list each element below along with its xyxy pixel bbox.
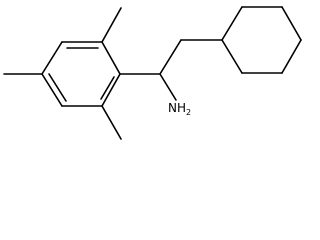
structure-drawing: NH2 [3,6,302,140]
methyl-top [101,7,122,43]
cyclohexane-bond-3 [281,6,302,41]
methyl-bottom [101,105,122,140]
amine-label-subscript: 2 [186,108,191,117]
ring-double-bond-3 [100,76,115,100]
cyclohexane-ring [221,6,302,74]
cyclohexane-bond-6 [221,39,243,74]
ring-bond-1 [101,41,121,75]
ring-bond-3 [41,41,63,75]
benzene-ring [41,41,121,107]
ring-bond-6 [101,73,121,107]
methyl-groups [3,7,122,140]
amine-label: NH2 [168,101,191,117]
amine-label-main: NH [168,101,186,115]
molecule-diagram: NH2 [3,6,302,140]
alpha-to-amine-bond [159,73,177,101]
side-chain [119,39,223,101]
cyclohexane-bond-1 [221,6,243,41]
ring-bond-4 [41,73,63,107]
cyclohexane-bond-4 [281,39,302,74]
ring-double-bond-2 [48,73,67,102]
alpha-to-ch2-bond [159,39,182,75]
